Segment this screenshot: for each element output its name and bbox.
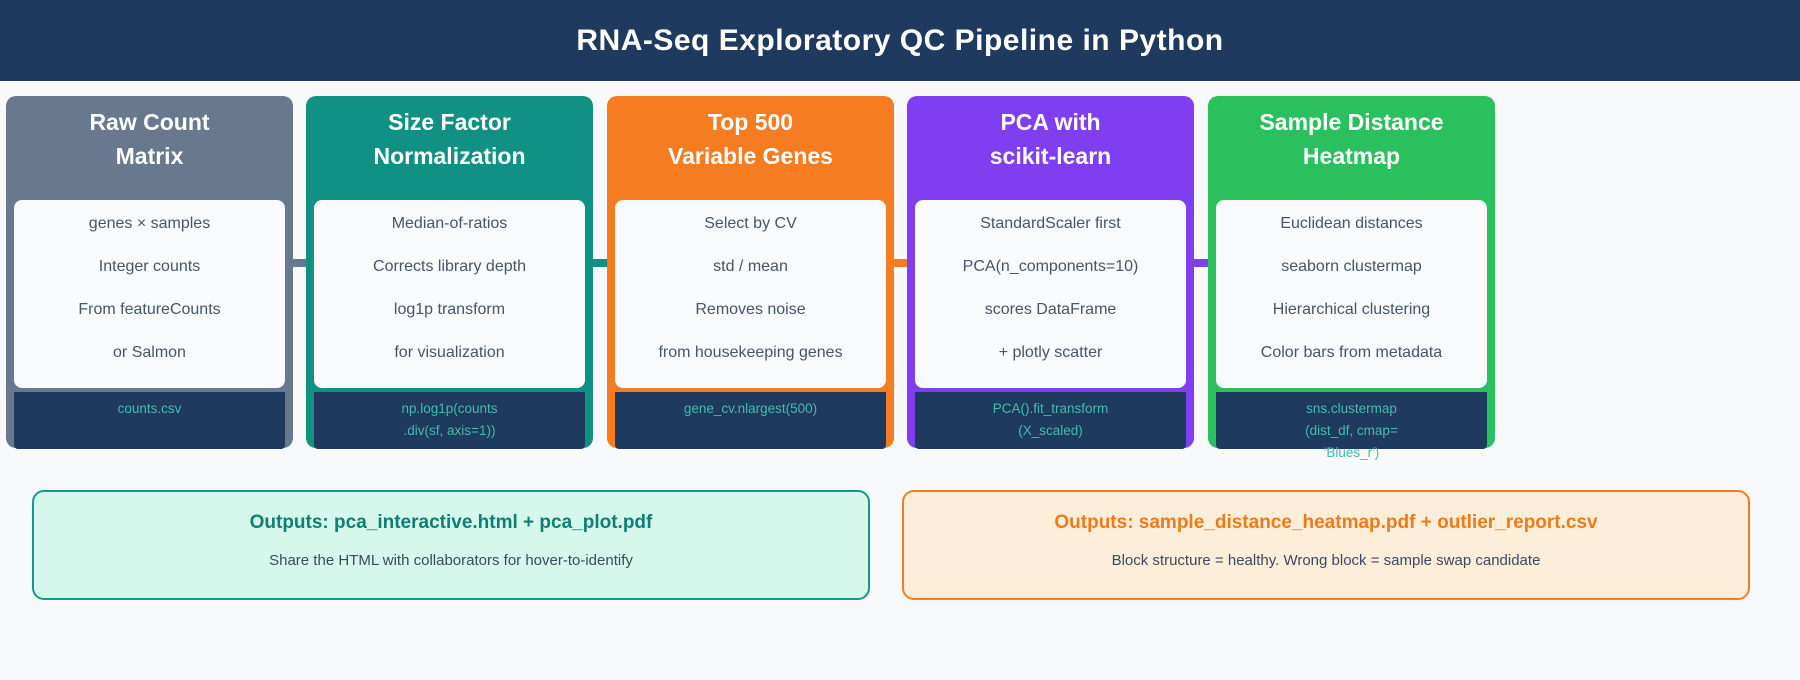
connector-raw-to-normalization <box>284 259 314 267</box>
code-line: counts.csv <box>117 401 182 416</box>
stage-body: StandardScaler first PCA(n_components=10… <box>915 200 1186 388</box>
stage-card-pca-with-scikit-learn: PCA with scikit-learn StandardScaler fir… <box>907 96 1194 449</box>
stage-title-line: Variable Genes <box>668 143 833 169</box>
stage-body-item: + plotly scatter <box>998 343 1103 361</box>
stage-body-item: genes × samples <box>88 214 211 232</box>
page-title: RNA-Seq Exploratory QC Pipeline in Pytho… <box>576 23 1224 57</box>
stage-title: Sample Distance Heatmap <box>1208 96 1495 200</box>
stage-card-raw-count-matrix: Raw Count Matrix genes × samples Integer… <box>6 96 293 449</box>
stage-body-item: StandardScaler first <box>980 214 1121 232</box>
code-line: 'Blues_r') <box>1323 445 1380 460</box>
stage-body-item: Hierarchical clustering <box>1272 300 1431 318</box>
code-line: PCA().fit_transform <box>992 401 1109 416</box>
code-line: (X_scaled) <box>1018 423 1083 438</box>
code-line: np.log1p(counts <box>401 401 498 416</box>
stage-title: Top 500 Variable Genes <box>607 96 894 200</box>
stage-body-item: Euclidean distances <box>1280 214 1423 232</box>
stage-title-line: Top 500 <box>707 109 794 135</box>
outputs-subtitle: Share the HTML with collaborators for ho… <box>269 552 633 569</box>
stage-body-item: Color bars from metadata <box>1260 343 1443 361</box>
stage-code-snippet: PCA().fit_transform (X_scaled) <box>915 392 1186 449</box>
stage-body-item: Median-of-ratios <box>391 214 508 232</box>
stage-body: Euclidean distances seaborn clustermap H… <box>1216 200 1487 388</box>
stage-body-item: or Salmon <box>113 343 186 361</box>
stage-body-item: Corrects library depth <box>373 257 526 275</box>
connector-normalization-to-variable-genes <box>585 259 615 267</box>
stage-body-item: Removes noise <box>695 300 806 318</box>
stage-body: Median-of-ratios Corrects library depth … <box>314 200 585 388</box>
stage-title-line: scikit-learn <box>989 143 1112 169</box>
stage-title-line: Heatmap <box>1302 143 1401 169</box>
stage-body-item: Integer counts <box>98 257 201 275</box>
stage-body: genes × samples Integer counts From feat… <box>14 200 285 388</box>
stage-title: Raw Count Matrix <box>6 96 293 200</box>
code-line: sns.clustermap <box>1306 401 1397 416</box>
code-line: .div(sf, axis=1)) <box>403 423 496 438</box>
stage-code-snippet: gene_cv.nlargest(500) <box>615 392 886 449</box>
outputs-box-pca: Outputs: pca_interactive.html + pca_plot… <box>32 490 870 600</box>
stage-title: PCA with scikit-learn <box>907 96 1194 200</box>
stage-code-snippet: np.log1p(counts .div(sf, axis=1)) <box>314 392 585 449</box>
stage-title-line: PCA with <box>1000 109 1101 135</box>
outputs-title: Outputs: pca_interactive.html + pca_plot… <box>249 512 653 533</box>
stage-code-snippet: sns.clustermap (dist_df, cmap= 'Blues_r'… <box>1216 392 1487 460</box>
stage-title-line: Normalization <box>373 143 526 169</box>
outputs-title: Outputs: sample_distance_heatmap.pdf + o… <box>1054 512 1598 533</box>
title-bar: RNA-Seq Exploratory QC Pipeline in Pytho… <box>0 0 1800 81</box>
stage-body-item: for visualization <box>394 343 505 361</box>
stage-body: Select by CV std / mean Removes noise fr… <box>615 200 886 388</box>
outputs-box-heatmap: Outputs: sample_distance_heatmap.pdf + o… <box>902 490 1750 600</box>
code-line: (dist_df, cmap= <box>1305 423 1398 438</box>
stage-title-line: Sample Distance <box>1259 109 1444 135</box>
stage-body-item: log1p transform <box>393 300 506 318</box>
code-line: gene_cv.nlargest(500) <box>683 401 818 416</box>
stage-card-size-factor-normalization: Size Factor Normalization Median-of-rati… <box>306 96 593 449</box>
stage-body-item: From featureCounts <box>78 300 221 318</box>
stage-body-item: from housekeeping genes <box>658 343 843 361</box>
outputs-subtitle: Block structure = healthy. Wrong block =… <box>1111 552 1541 569</box>
stage-body-item: std / mean <box>713 257 788 275</box>
stage-card-sample-distance-heatmap: Sample Distance Heatmap Euclidean distan… <box>1208 96 1495 460</box>
connector-variable-genes-to-pca <box>885 259 915 267</box>
stage-title-line: Matrix <box>115 143 184 169</box>
stage-card-top-500-variable-genes: Top 500 Variable Genes Select by CV std … <box>607 96 894 449</box>
stage-title: Size Factor Normalization <box>306 96 593 200</box>
stage-body-item: seaborn clustermap <box>1281 257 1422 275</box>
connector-pca-to-heatmap <box>1186 259 1216 267</box>
stage-body-item: PCA(n_components=10) <box>962 257 1139 275</box>
stage-code-snippet: counts.csv <box>14 392 285 449</box>
stage-body-item: scores DataFrame <box>984 300 1117 318</box>
stage-title-line: Size Factor <box>388 109 511 135</box>
stage-title-line: Raw Count <box>89 109 210 135</box>
stage-body-item: Select by CV <box>704 214 797 232</box>
